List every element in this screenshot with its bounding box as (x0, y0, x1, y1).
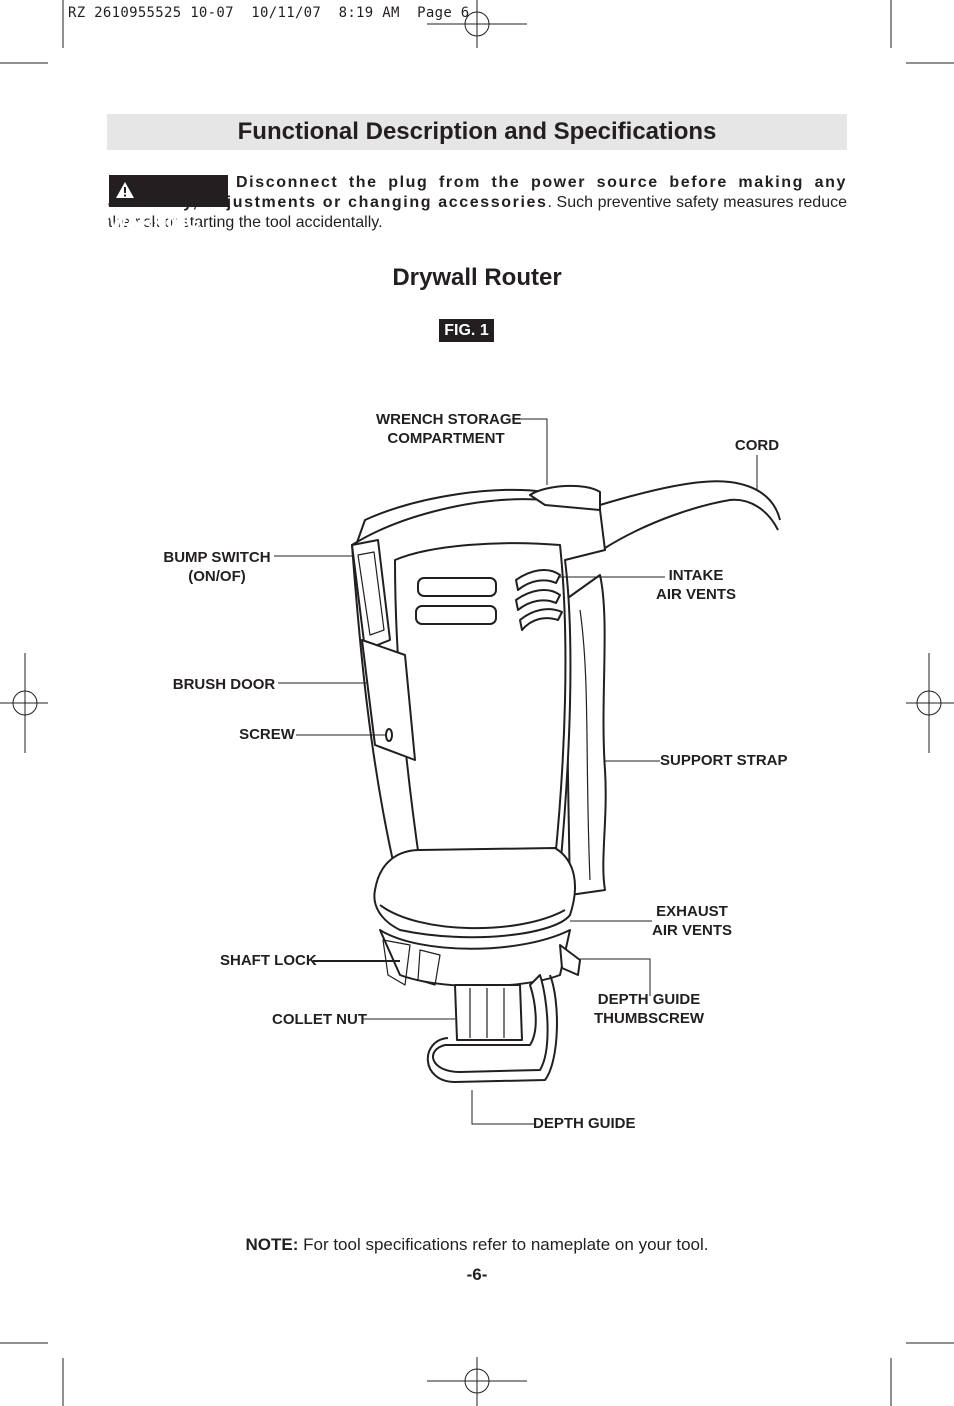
label-bump-switch-line1: BUMP SWITCH (163, 549, 271, 566)
section-title: Drywall Router (392, 264, 562, 291)
label-screw: SCREW (239, 726, 295, 743)
warning-badge-label: WARNING (109, 212, 201, 233)
label-intake-line1: INTAKE (668, 567, 724, 584)
page-title: Functional Description and Specification… (107, 114, 847, 150)
label-intake-line2: AIR VENTS (655, 586, 736, 603)
label-wrench-storage: WRENCH STORAGE COMPARTMENT (376, 410, 522, 448)
leader-lines (274, 418, 758, 1125)
figure-label: FIG. 1 (439, 319, 494, 342)
label-cord: CORD (734, 437, 780, 454)
label-brush-door: BRUSH DOOR (172, 676, 276, 693)
warning-triangle-icon (116, 182, 134, 198)
warning-badge: WARNING (109, 175, 228, 233)
label-shaft-lock: SHAFT LOCK (220, 952, 317, 969)
label-exhaust-line1: EXHAUST (656, 903, 728, 920)
label-depth-guide-thumbscrew: DEPTH GUIDE THUMBSCREW (592, 990, 706, 1028)
footnote: NOTE: For tool specifications refer to n… (0, 1235, 954, 1255)
label-bump-switch: BUMP SWITCH (ON/OF) (160, 548, 274, 586)
label-thumbscrew-line1: DEPTH GUIDE (597, 991, 701, 1008)
label-support-strap: SUPPORT STRAP (660, 752, 788, 769)
printer-slug: RZ 2610955525 10-07 10/11/07 8:19 AM Pag… (68, 5, 470, 21)
label-wrench-storage-line2: COMPARTMENT (387, 430, 505, 447)
label-exhaust-air-vents: EXHAUST AIR VENTS (650, 902, 734, 940)
label-depth-guide: DEPTH GUIDE (533, 1115, 636, 1132)
warning-normal-text: . Such preventive safety measures reduce… (108, 194, 847, 231)
note-label: NOTE: (245, 1235, 299, 1254)
label-thumbscrew-line2: THUMBSCREW (594, 1010, 704, 1027)
label-collet-nut: COLLET NUT (272, 1011, 367, 1028)
label-bump-switch-line2: (ON/OF) (188, 568, 246, 585)
note-text: For tool specifications refer to namepla… (298, 1235, 709, 1254)
router-illustration (351, 480, 781, 1083)
label-intake-air-vents: INTAKE AIR VENTS (655, 566, 737, 604)
page-number: -6- (466, 1265, 488, 1284)
label-exhaust-line2: AIR VENTS (651, 922, 732, 939)
label-wrench-storage-line1: WRENCH STORAGE (376, 411, 522, 428)
